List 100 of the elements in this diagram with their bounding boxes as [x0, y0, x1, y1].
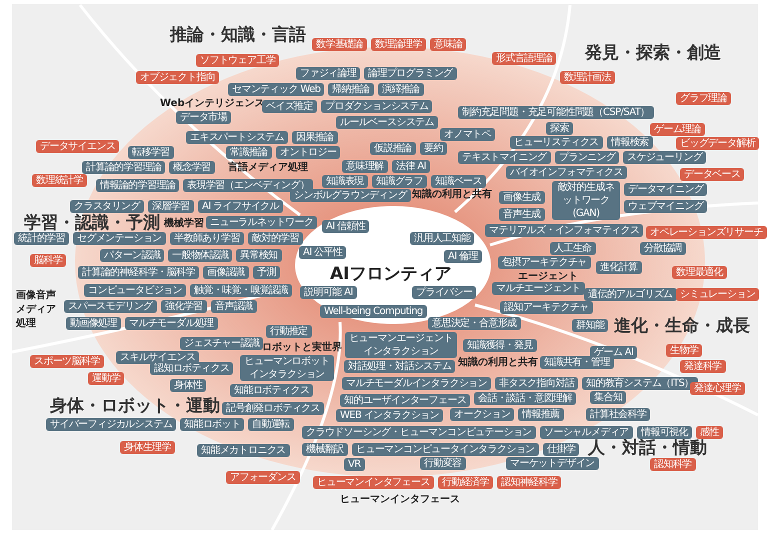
topic-tag: ウェブマイニング — [624, 200, 708, 212]
section-title: 身体・ロボット・運動 — [50, 394, 220, 416]
topic-tag: 仕掛学 — [543, 442, 580, 456]
topic-tag: 常識推論 — [226, 146, 272, 158]
topic-tag: AI 倫理 — [444, 250, 482, 262]
topic-tag: ファジィ論理 — [296, 66, 360, 80]
topic-tag: 感性 — [696, 426, 723, 438]
topic-tag: コンピュータビジョン — [84, 284, 186, 296]
topic-tag: オブジェクト指向 — [136, 70, 220, 84]
topic-tag: 因果推論 — [292, 130, 338, 144]
topic-tag: 認知神経科学 — [497, 476, 562, 488]
topic-tag: 情報可視化 — [637, 426, 692, 438]
topic-tag: 群知能 — [572, 318, 608, 332]
topic-tag: 情報論的学習理論 — [96, 178, 180, 192]
topic-tag: WEB インタラクション — [336, 408, 444, 422]
topic-tag: 身体生理学 — [120, 440, 176, 454]
subfield-label: 画像音声メディア処理 — [16, 288, 57, 330]
topic-tag: 転移学習 — [128, 146, 174, 158]
subfield-label: 言語メディア処理 — [228, 160, 308, 174]
topic-tag: サイバーフィジカルシステム — [46, 418, 176, 430]
topic-tag: データサイエンス — [36, 140, 120, 152]
topic-tag: プロダクションシステム — [321, 100, 432, 112]
topic-tag: 計算社会科学 — [586, 408, 650, 420]
topic-tag: セマンティック Web — [228, 82, 324, 96]
topic-tag: AI 信頼性 — [322, 220, 370, 232]
topic-tag: 知識共有・管理 — [540, 356, 614, 368]
topic-tag: 説明可能 AI — [300, 286, 357, 298]
topic-tag: 自動運転 — [248, 418, 294, 430]
topic-tag: 意味理解 — [342, 160, 388, 172]
topic-tag: データマイニング — [624, 182, 708, 196]
topic-tag: シンボルグラウンディング — [290, 188, 411, 202]
subfield-label: 機械学習 — [164, 216, 204, 230]
topic-tag: スパースモデリング — [64, 300, 157, 312]
topic-tag: 仮説推論 — [370, 142, 416, 154]
section-title: 進化・生命・成長 — [614, 314, 750, 336]
topic-tag: 異常検知 — [236, 248, 282, 262]
section-title: 人・対話・情動 — [588, 436, 707, 458]
topic-tag: ヒューマンコンピュータインタラクション — [352, 442, 539, 456]
topic-tag: 意思決定・合意形成 — [428, 316, 521, 330]
topic-tag: 制約充足問題・充足可能性問題（CSP/SAT） — [458, 106, 654, 118]
topic-tag: 汎用人工知能 — [410, 232, 474, 244]
topic-tag: 対話処理・対話システム — [344, 360, 456, 372]
section-title: 推論・知識・言語 — [170, 24, 306, 46]
topic-tag: グラフ理論 — [676, 92, 732, 104]
topic-tag: 集合知 — [590, 390, 626, 404]
topic-tag: 画像認識 — [203, 266, 249, 278]
topic-tag: 非タスク指向対話 — [495, 376, 578, 390]
topic-tag: 数理計画法 — [560, 70, 616, 84]
section-title: 発見・探索・創造 — [585, 42, 721, 64]
topic-tag: ヒューマンロボットインタラクション — [240, 355, 334, 381]
topic-tag: 数学基礎論 — [312, 38, 368, 50]
topic-tag: 論理プログラミング — [364, 66, 457, 80]
topic-tag: スポーツ脳科学 — [30, 354, 104, 368]
topic-tag: AI 公平性 — [299, 246, 346, 258]
topic-tag: 生物学 — [666, 344, 702, 356]
topic-tag: 行動変容 — [420, 456, 466, 470]
topic-tag: 強化学習 — [161, 300, 207, 312]
topic-tag: 音声生成 — [499, 208, 545, 220]
topic-tag: データ市場 — [176, 110, 232, 124]
topic-tag: 音声認識 — [211, 300, 257, 312]
topic-tag: ジェスチャー認識 — [180, 336, 264, 350]
topic-tag: 認知ロボティクス — [150, 362, 234, 374]
topic-tag: スケジューリング — [623, 150, 706, 164]
topic-tag: マルチエージェント — [492, 282, 585, 294]
subfield-label: ロボットと実世界 — [262, 340, 342, 354]
topic-tag: 敵対的学習 — [248, 232, 304, 244]
topic-tag: ヒューリスティクス — [510, 136, 603, 148]
topic-tag: ゲーム理論 — [650, 122, 706, 136]
topic-tag: ニューラルネットワーク — [206, 216, 318, 228]
topic-tag: クラスタリング — [70, 200, 144, 212]
topic-tag: 帰納推論 — [328, 82, 374, 96]
topic-tag: プライバシー — [412, 286, 476, 298]
topic-tag: 半教師あり学習 — [170, 232, 244, 244]
topic-tag: 運動学 — [88, 372, 124, 384]
topic-tag: 要約 — [420, 142, 447, 154]
topic-tag: バイオインフォマティクス — [506, 166, 627, 178]
topic-tag: 探索 — [546, 122, 573, 134]
topic-tag: 身体性 — [170, 378, 206, 392]
topic-tag: 行動経済学 — [438, 476, 494, 488]
topic-tag: 計算論的神経科学・脳科学 — [78, 266, 199, 278]
topic-tag: 分散協調 — [640, 242, 686, 254]
topic-tag: ヒューマンエージェントインタラクション — [345, 332, 457, 358]
topic-tag: 情報検索 — [607, 136, 653, 148]
topic-tag: 発達科学 — [680, 360, 726, 372]
topic-tag: 数理最適化 — [672, 266, 728, 278]
topic-tag: セグメンテーション — [73, 232, 166, 244]
topic-tag: 知識獲得・発見 — [463, 338, 537, 352]
topic-tag: VR — [344, 458, 365, 470]
topic-tag: ベイズ推定 — [262, 100, 318, 112]
topic-tag: ソフトウェア工学 — [196, 54, 280, 66]
topic-tag: 会話・談話・意図理解 — [474, 392, 576, 404]
topic-tag: オークション — [450, 408, 514, 420]
topic-tag: 認知アーキテクチャ — [500, 300, 593, 314]
topic-tag: 認知科学 — [650, 458, 696, 470]
topic-tag: AI ライフサイクル — [198, 200, 283, 212]
topic-tag: 脳科学 — [30, 254, 66, 266]
topic-tag: オペレーションズリサーチ — [646, 226, 767, 238]
topic-tag: ルールベースシステム — [336, 116, 438, 128]
topic-tag: 進化計算 — [596, 260, 642, 274]
topic-tag: エキスパートシステム — [186, 130, 288, 144]
